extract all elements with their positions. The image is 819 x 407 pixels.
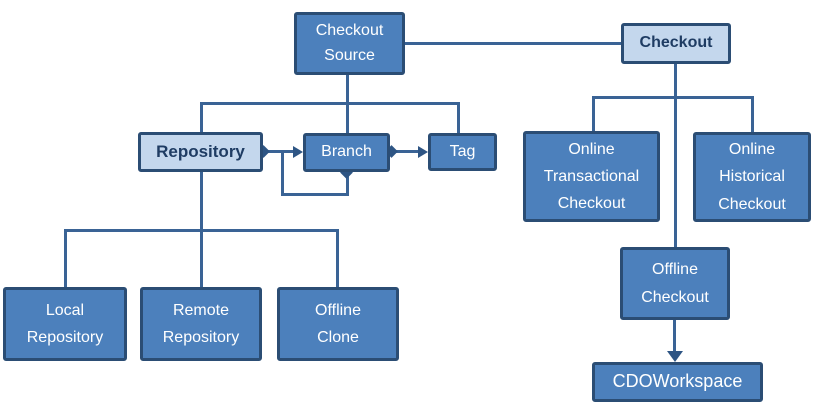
- connector-left-tree-bar: [200, 102, 460, 105]
- node-checkout: Checkout: [621, 23, 731, 64]
- node-checkout-source: Checkout Source: [294, 12, 405, 75]
- connector-repository-branch: [265, 150, 297, 153]
- connector-branch-tag: [393, 150, 420, 153]
- node-repository: Repository: [138, 132, 263, 172]
- arrowhead-down-icon: [667, 351, 683, 362]
- connector-branch-selfloop-down: [346, 172, 349, 196]
- connector-right-tree-bar: [592, 96, 754, 99]
- arrowhead-right-icon: [293, 146, 303, 158]
- connector-stub-offline-clone: [336, 229, 339, 287]
- connector-stub-tag: [457, 102, 460, 133]
- connector-offlinecheckout-workspace: [673, 320, 676, 353]
- node-tag: Tag: [428, 133, 497, 171]
- node-branch: Branch: [303, 133, 390, 172]
- node-offline-clone: Offline Clone: [277, 287, 399, 361]
- connector-branch-selfloop-up: [281, 152, 284, 196]
- node-local-repository: Local Repository: [3, 287, 127, 361]
- node-remote-repository: Remote Repository: [140, 287, 262, 361]
- connector-branch-selfloop-bottom: [281, 193, 349, 196]
- connector-checkoutsource-checkout: [404, 42, 621, 45]
- connector-stub-remote-repository: [200, 229, 203, 287]
- connector-repository-down: [200, 171, 203, 232]
- connector-stub-online-transactional: [592, 96, 595, 132]
- node-cdoworkspace: CDOWorkspace: [592, 362, 763, 402]
- connector-checkout-down: [674, 64, 677, 247]
- connector-stub-repository: [200, 102, 203, 132]
- connector-stub-online-historical: [751, 96, 754, 133]
- connector-stub-local-repository: [64, 229, 67, 287]
- node-online-transactional-checkout: Online Transactional Checkout: [523, 131, 660, 222]
- node-offline-checkout: Offline Checkout: [620, 247, 730, 320]
- node-online-historical-checkout: Online Historical Checkout: [693, 132, 811, 222]
- arrowhead-right-icon: [418, 146, 428, 158]
